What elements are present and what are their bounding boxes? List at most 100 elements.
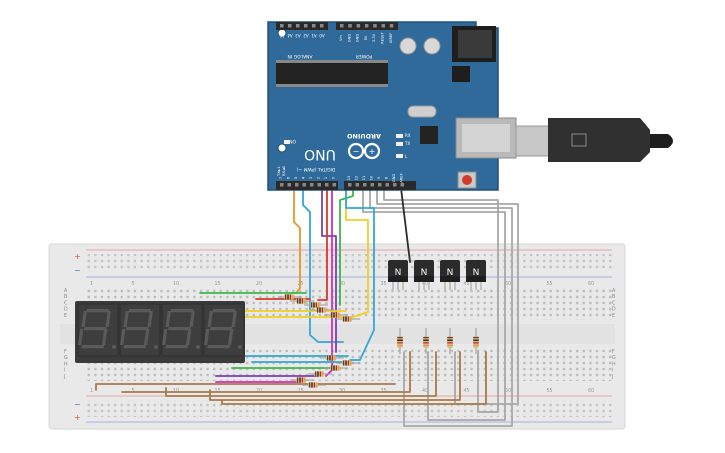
row-letter: I xyxy=(612,368,613,374)
analog-pin[interactable] xyxy=(304,24,308,28)
digital-pin[interactable] xyxy=(287,183,292,187)
power-pin-label: 3.3V xyxy=(372,33,376,42)
digital-pin[interactable] xyxy=(370,183,375,187)
wire-black[interactable] xyxy=(399,179,411,263)
resistors[interactable] xyxy=(278,294,479,388)
digital-pin[interactable] xyxy=(393,183,397,187)
capacitor xyxy=(423,37,441,55)
resistor[interactable] xyxy=(290,377,314,383)
digital-pin[interactable] xyxy=(310,183,314,187)
digital-pin-label: 12 xyxy=(355,176,359,181)
wire-orange[interactable] xyxy=(293,179,301,294)
wire-brown[interactable] xyxy=(221,351,487,405)
npn-transistor[interactable]: N xyxy=(466,260,486,290)
usb-cable[interactable] xyxy=(515,118,673,162)
analog-pin[interactable] xyxy=(312,24,316,28)
rail-minus-label-bottom: − xyxy=(74,400,81,409)
resistor[interactable] xyxy=(336,360,360,366)
npn-transistor[interactable]: N xyxy=(440,260,460,290)
row-letter: E xyxy=(64,313,67,319)
digital-pin[interactable] xyxy=(295,183,299,187)
column-number: 45 xyxy=(464,388,470,394)
power-pin[interactable] xyxy=(364,24,369,28)
resistor[interactable] xyxy=(397,328,403,354)
resistor[interactable] xyxy=(310,307,334,313)
wire-yellow[interactable] xyxy=(345,187,369,319)
resistor[interactable] xyxy=(324,312,348,318)
analog-pin[interactable] xyxy=(296,24,300,28)
wire-gray[interactable] xyxy=(362,179,506,421)
column-number: 25 xyxy=(298,388,304,394)
resistor[interactable] xyxy=(302,382,326,388)
transistor-label: N xyxy=(395,268,402,278)
rx-label: RX xyxy=(405,133,411,138)
analog-pin[interactable] xyxy=(280,24,284,28)
power-pin[interactable] xyxy=(381,24,386,28)
resistor[interactable] xyxy=(290,298,314,304)
npn-transistor[interactable]: N xyxy=(388,260,408,290)
digital-pin[interactable] xyxy=(400,183,405,187)
digital-pin-label: 8 xyxy=(385,176,389,179)
digital-pin[interactable] xyxy=(378,183,382,187)
column-number: 1 xyxy=(90,281,93,287)
digital-header-low[interactable] xyxy=(276,181,338,190)
wire-blue[interactable] xyxy=(302,179,344,343)
digital-pin[interactable] xyxy=(302,183,307,187)
wire-purple[interactable] xyxy=(321,179,337,353)
power-pin[interactable] xyxy=(340,24,344,28)
power-pin[interactable] xyxy=(356,24,361,28)
digital-pin[interactable] xyxy=(348,183,352,187)
resistor[interactable] xyxy=(308,371,332,377)
row-letter: E xyxy=(612,313,615,319)
power-pin[interactable] xyxy=(348,24,352,28)
digital-pin[interactable] xyxy=(325,183,329,187)
row-letter: B xyxy=(612,294,615,300)
digital-pin[interactable] xyxy=(355,183,360,187)
wire-brown[interactable] xyxy=(165,351,437,397)
digital-pin-label: 11 xyxy=(362,176,366,181)
resistor[interactable] xyxy=(336,316,360,322)
arduino-logo: − + xyxy=(347,142,381,160)
digital-pin[interactable] xyxy=(280,183,284,187)
usb-chip xyxy=(420,126,438,144)
wire-blue[interactable] xyxy=(345,187,375,361)
wire-brown[interactable] xyxy=(209,351,461,401)
digital-pwm-label: DIGITAL (PWM ~) xyxy=(296,166,335,172)
resistor[interactable] xyxy=(278,294,302,300)
power-pin[interactable] xyxy=(389,24,394,28)
analog-header[interactable] xyxy=(276,22,328,30)
resistor[interactable] xyxy=(447,328,453,354)
reset-button-cap[interactable] xyxy=(462,175,472,185)
analog-pin[interactable] xyxy=(288,24,292,28)
display-digit: 8. xyxy=(77,303,119,357)
digital-pin[interactable] xyxy=(363,183,367,187)
npn-transistor[interactable]: N xyxy=(414,260,434,290)
wire-gray[interactable] xyxy=(369,179,513,427)
wires[interactable] xyxy=(95,179,519,427)
power-pin[interactable] xyxy=(373,24,377,28)
resistor[interactable] xyxy=(473,328,479,354)
wire-gray[interactable] xyxy=(376,179,519,405)
bottom-power-rail[interactable] xyxy=(86,400,612,417)
model-label: UNO xyxy=(304,146,336,162)
seven-segment-display[interactable]: 8.8.8.8. xyxy=(75,301,245,363)
rail-plus-label-bottom: + xyxy=(74,413,81,422)
resistor[interactable] xyxy=(304,302,328,308)
wire-brown[interactable] xyxy=(121,351,411,393)
wire-brown[interactable] xyxy=(95,383,396,391)
power-pin-label: IOREF xyxy=(389,33,393,44)
digital-pin[interactable] xyxy=(385,183,390,187)
resistor[interactable] xyxy=(320,355,344,361)
resistor[interactable] xyxy=(324,365,348,371)
analog-pin[interactable] xyxy=(320,24,324,28)
wire-gray[interactable] xyxy=(383,179,499,413)
wire-red[interactable] xyxy=(317,179,328,301)
top-power-rail[interactable] xyxy=(86,254,612,271)
digital-pin[interactable] xyxy=(332,183,337,187)
resistor[interactable] xyxy=(423,328,429,354)
digital-pin[interactable] xyxy=(317,183,322,187)
